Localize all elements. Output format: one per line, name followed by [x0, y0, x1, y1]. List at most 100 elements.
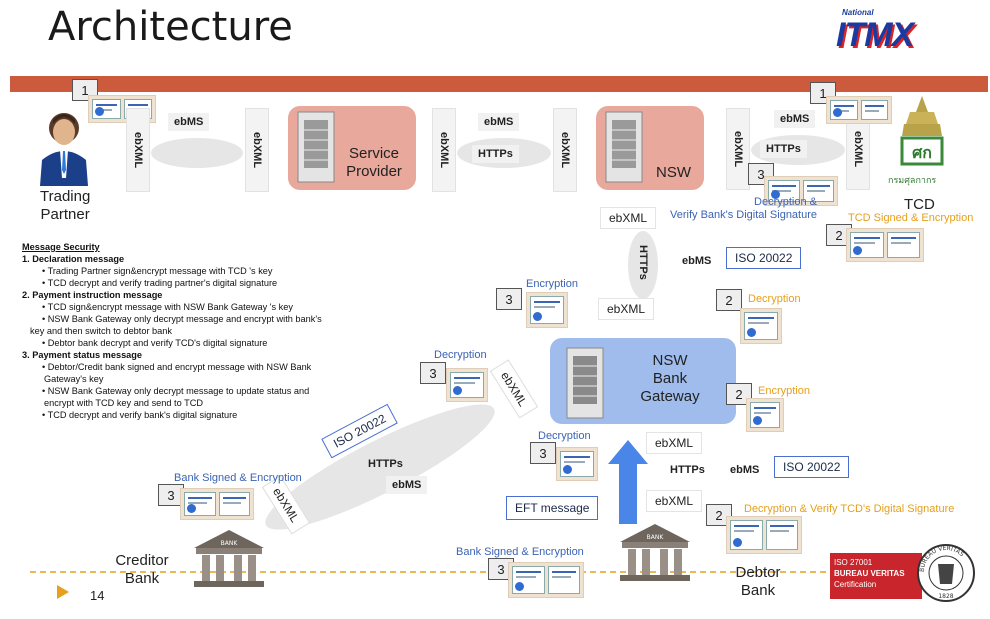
page-title: Architecture: [48, 4, 293, 50]
step-number: 2: [706, 504, 732, 526]
signed-document-icon: [508, 562, 584, 598]
ebxml-tag: ebXML: [726, 108, 750, 190]
bank-signed-encryption-label: Bank Signed & Encryption: [174, 472, 302, 484]
ebxml-tag: ebXML: [646, 490, 703, 512]
message-security-heading: Message Security: [22, 242, 100, 252]
creditor-bank-label: Creditor Bank: [115, 552, 169, 587]
security-subitem: • NSW Bank Gateway only decrypt message …: [42, 386, 310, 396]
decryption-label: Decryption: [434, 349, 487, 361]
decryption-verify-bank-label: Decryption & Verify Bank's Digital Signa…: [670, 196, 818, 221]
security-subitem: key and then switch to debtor bank: [30, 326, 172, 336]
ebxml-tag: ebXML: [432, 108, 456, 192]
itmx-logo: National ITMX: [828, 8, 978, 54]
step-number: 2: [716, 289, 742, 311]
upward-arrow-icon: [608, 440, 648, 524]
nsw-bank-gateway-label: NSW Bank Gateway: [640, 352, 700, 405]
security-subitem: Gateway's key: [44, 374, 104, 384]
security-subitem: encrypt with TCD key and send to TCD: [44, 398, 203, 408]
security-subitem: • Debtor bank decrypt and verify TCD's d…: [42, 338, 268, 348]
signed-document-icon: [740, 308, 782, 344]
tcd-logo-text: กรมศุลกากร: [888, 175, 937, 185]
ebxml-tag: ebXML: [553, 108, 577, 192]
ebxml-tag: ebXML: [646, 432, 703, 454]
decryption-label: Decryption: [748, 293, 801, 305]
bank-building-icon: BANK: [620, 524, 690, 581]
ebxml-tag: ebXML: [245, 108, 269, 192]
step-number: 3: [496, 288, 522, 310]
https-tag: HTTPs: [760, 140, 807, 158]
ebms-tag: ebMS: [724, 461, 766, 479]
signed-document-icon: [846, 228, 924, 262]
tcd-emblem-icon: ศก: [900, 96, 944, 166]
cert-line: Certification: [834, 580, 877, 589]
svg-text:1828: 1828: [938, 593, 953, 600]
https-tag: HTTPs: [472, 145, 519, 163]
security-subitem: • TCD decrypt and verify trading partner…: [42, 278, 278, 288]
ebxml-tag: ebXML: [600, 207, 657, 229]
server-icon: [605, 111, 643, 183]
security-subitem: • TCD sign&encrypt message with NSW Bank…: [42, 302, 293, 312]
bank-building-icon: BANK: [194, 530, 264, 587]
security-subitem: • NSW Bank Gateway only decrypt message …: [42, 314, 322, 324]
nsw-label: NSW: [656, 164, 691, 181]
iso-20022-tag: ISO 20022: [774, 456, 850, 478]
bank-network-line: [30, 571, 840, 573]
connector-ellipse: [628, 231, 658, 299]
decryption-verify-tcd-label: Decryption & Verify TCD's Digital Signat…: [744, 503, 955, 515]
signed-document-icon: [726, 516, 802, 554]
cert-line: BUREAU VERITAS: [834, 569, 905, 578]
connector-ellipse: [265, 404, 495, 530]
itmx-logo-main-text: ITMX: [836, 16, 914, 54]
ebms-tag: ebMS: [168, 113, 210, 131]
tcd-label: TCD: [904, 196, 935, 213]
security-item: 2. Payment instruction message: [22, 290, 163, 300]
ebxml-tag: ebXML: [126, 108, 150, 192]
signed-document-icon: [556, 447, 598, 481]
itmx-logo-small-text: National: [842, 8, 874, 17]
encryption-label: Encryption: [758, 385, 810, 397]
encryption-label: Encryption: [526, 278, 578, 290]
svg-text:ศก: ศก: [912, 143, 932, 162]
signed-document-icon: [180, 488, 254, 520]
security-subitem: • Trading Partner sign&encrypt message w…: [42, 266, 273, 276]
ebms-tag: ebMS: [386, 476, 428, 494]
signed-document-icon: [526, 292, 568, 328]
tcd-signed-encryption-label: TCD Signed & Encryption: [848, 212, 974, 224]
accent-bar: [10, 76, 988, 92]
security-subitem: • TCD decrypt and verify bank's digital …: [42, 410, 238, 420]
ebms-tag: ebMS: [676, 252, 718, 270]
ebxml-tag: ebXML: [598, 298, 655, 320]
step-number: 2: [726, 383, 752, 405]
bank-signed-encryption-label: Bank Signed & Encryption: [456, 546, 584, 558]
https-tag: HTTPs: [637, 244, 649, 280]
slide-marker-icon: [57, 585, 69, 599]
https-tag: HTTPs: [664, 461, 711, 479]
server-icon: [566, 347, 604, 419]
signed-document-icon: [826, 96, 892, 124]
server-icon: [297, 111, 335, 183]
connector-ellipse: [151, 138, 243, 168]
trading-partner-label: Trading Partner: [40, 188, 91, 223]
signed-document-icon: [446, 368, 488, 402]
page-number: 14: [90, 588, 105, 603]
eft-message-tag: EFT message: [506, 496, 599, 520]
svg-text:BANK: BANK: [647, 534, 665, 541]
bureau-veritas-seal-icon: BUREAU VERITAS 1828: [917, 544, 975, 602]
service-provider-label: Service Provider: [346, 145, 402, 180]
message-security-list: Message Security 1. Declaration message …: [22, 241, 394, 421]
debtor-bank-label: Debtor Bank: [735, 564, 781, 599]
cert-line: ISO 27001: [834, 558, 873, 567]
step-number: 3: [420, 362, 446, 384]
iso-20022-tag: ISO 20022: [726, 247, 802, 269]
step-number: 3: [530, 442, 556, 464]
signed-document-icon: [746, 398, 784, 432]
security-subitem: • Debtor/Credit bank signed and encrypt …: [42, 362, 312, 372]
signed-document-icon: [764, 176, 838, 206]
certification-badge: ISO 27001 BUREAU VERITAS Certification: [830, 553, 922, 599]
security-item: 1. Declaration message: [22, 254, 125, 264]
svg-text:BANK: BANK: [221, 540, 239, 547]
person-icon: [40, 113, 88, 186]
https-tag: HTTPs: [368, 458, 403, 470]
ebms-tag: ebMS: [774, 110, 816, 128]
decryption-label: Decryption: [538, 430, 591, 442]
